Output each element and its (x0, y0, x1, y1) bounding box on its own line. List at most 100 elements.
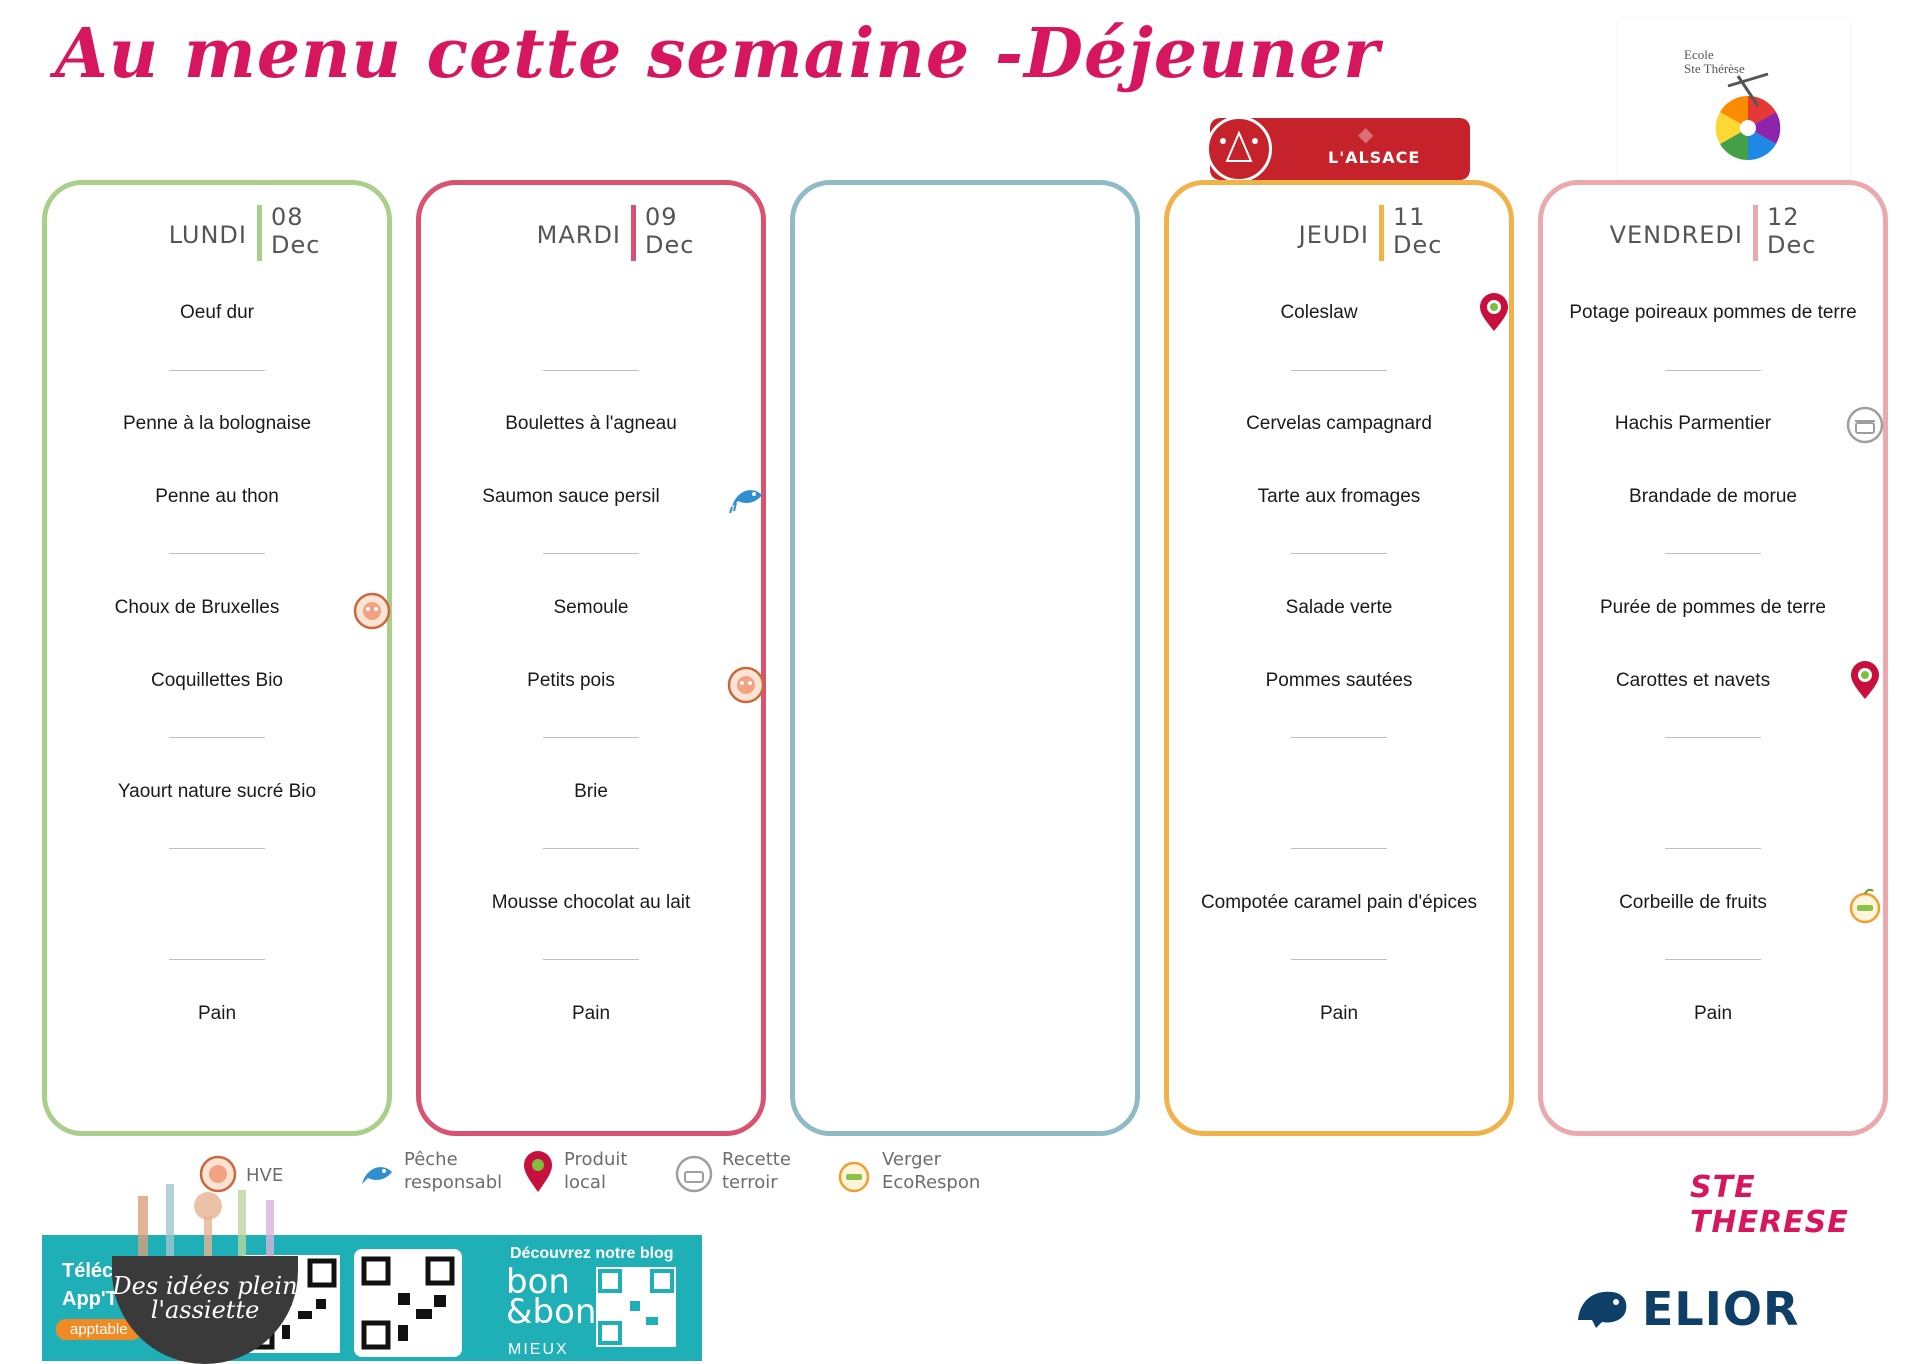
fish-icon (362, 1167, 392, 1184)
day-header: LUNDI 08 Dec (47, 199, 387, 261)
legend-label: Verger (882, 1149, 941, 1170)
day-header: VENDREDI 12 Dec (1543, 199, 1883, 261)
day-name: JEUDI (1298, 221, 1369, 249)
school-logo-line2: Ste Thérèse (1684, 61, 1745, 76)
menu-item: Potage poireaux pommes de terre (1569, 302, 1857, 323)
menu-item: Saumon sauce persil (482, 486, 660, 507)
day-divider (257, 205, 262, 261)
day-column-jeudi: JEUDI 11 Dec Coleslaw Cervelas campagnar… (1164, 180, 1514, 1136)
day-number: 09 (645, 203, 678, 231)
verger-apple-icon (1845, 885, 1885, 925)
apptable-button[interactable]: apptable (56, 1319, 142, 1340)
separator (169, 737, 265, 738)
separator (1291, 848, 1387, 849)
separator (543, 959, 639, 960)
separator (1665, 370, 1761, 371)
france-map-icon: ◆ (1358, 124, 1374, 146)
alsace-badge: ◆ L'ALSACE (1206, 116, 1470, 182)
menu-item: Coquillettes Bio (150, 670, 284, 691)
page-title: Au menu cette semaine -Déjeuner (55, 14, 1381, 94)
day-number: 12 (1767, 203, 1800, 231)
blog-text: Découvrez notre blog (510, 1245, 674, 1262)
separator (1291, 959, 1387, 960)
day-column-empty (790, 180, 1140, 1136)
local-pin-icon (1845, 661, 1885, 701)
utensils-illustration (138, 1184, 274, 1266)
brand-logo: ELIOR (1642, 1282, 1800, 1336)
mieux-text: MIEUX (508, 1341, 569, 1358)
day-header: MARDI 09 Dec (421, 199, 761, 261)
banner-download-text: Téléc (62, 1260, 114, 1282)
qr-code-blog[interactable] (596, 1267, 676, 1347)
school-logo: Ecole Ste Thérèse (1618, 18, 1850, 178)
menu-item: Brandade de morue (1629, 486, 1797, 507)
separator (169, 848, 265, 849)
menu-item: Brie (574, 781, 608, 802)
day-month: Dec (271, 231, 321, 259)
legend-label: Produit (564, 1149, 628, 1170)
separator (1291, 553, 1387, 554)
day-name: VENDREDI (1609, 221, 1743, 249)
day-month: Dec (1393, 231, 1443, 259)
terroir-pot-icon (1845, 405, 1885, 445)
menu-item: Purée de pommes de terre (1599, 597, 1826, 618)
menu-item: Tarte aux fromages (1257, 486, 1421, 507)
menu-item: Carottes et navets (1615, 670, 1771, 691)
menu-item: Penne à la bolognaise (122, 413, 312, 434)
day-number: 08 (271, 203, 304, 231)
separator (1665, 553, 1761, 554)
menu-item: Pain (571, 1003, 611, 1024)
elior-bison-icon (1578, 1291, 1627, 1328)
separator (1665, 959, 1761, 960)
banner-app-text: App'T (62, 1288, 118, 1310)
day-header: JEUDI 11 Dec (1169, 199, 1509, 261)
menu-item: Yaourt nature sucré Bio (117, 781, 317, 802)
day-divider (1753, 205, 1758, 261)
separator (543, 553, 639, 554)
fish-icon (726, 477, 766, 517)
menu-item: Pain (1693, 1003, 1733, 1024)
alsace-star-icon (1206, 116, 1272, 182)
color-wheel-icon (1715, 72, 1781, 161)
menu-item: Hachis Parmentier (1614, 413, 1772, 434)
legend-label: EcoRespon (882, 1172, 981, 1193)
day-column-vendredi: VENDREDI 12 Dec Potage poireaux pommes d… (1538, 180, 1888, 1136)
menu-item: Corbeille de fruits (1619, 892, 1767, 913)
legend-label: responsabl (404, 1172, 503, 1193)
local-pin-icon (1474, 293, 1514, 333)
separator (1291, 737, 1387, 738)
separator (1665, 848, 1761, 849)
bonbon-logo: bon &bon (506, 1262, 597, 1332)
school-name: STE THERESE (1690, 1170, 1849, 1240)
day-name: LUNDI (168, 221, 247, 249)
qr-code-main[interactable] (354, 1249, 462, 1357)
menu-item: Salade verte (1285, 597, 1393, 618)
legend-label: terroir (722, 1172, 778, 1193)
legend-label: local (564, 1172, 606, 1193)
legend-label: Recette (722, 1149, 791, 1170)
menu-item: Compotée caramel pain d'épices (1200, 892, 1478, 913)
day-column-mardi: MARDI 09 Dec Boulettes à l'agneau Saumon… (416, 180, 766, 1136)
menu-item: Mousse chocolat au lait (491, 892, 691, 913)
menu-item: Pain (197, 1003, 237, 1024)
school-logo-line1: Ecole (1684, 47, 1714, 62)
separator (1291, 370, 1387, 371)
menu-item: Penne au thon (155, 486, 279, 507)
verger-apple-icon (838, 1161, 870, 1193)
separator (543, 370, 639, 371)
day-month: Dec (645, 231, 695, 259)
legend-label: Pêche (404, 1149, 458, 1170)
legend-label: HVE (246, 1165, 284, 1186)
separator (169, 370, 265, 371)
day-number: 11 (1393, 203, 1426, 231)
menu-item: Pain (1319, 1003, 1359, 1024)
local-pin-icon (524, 1151, 552, 1192)
menu-item: Semoule (553, 597, 629, 618)
hve-icon (352, 591, 392, 631)
menu-item: Cervelas campagnard (1246, 413, 1432, 434)
bowl-text-line2: l'assiette (150, 1296, 260, 1324)
menu-item: Choux de Bruxelles (114, 597, 280, 618)
menu-item: Boulettes à l'agneau (505, 413, 677, 434)
separator (543, 737, 639, 738)
menu-item: Coleslaw (1280, 302, 1358, 323)
